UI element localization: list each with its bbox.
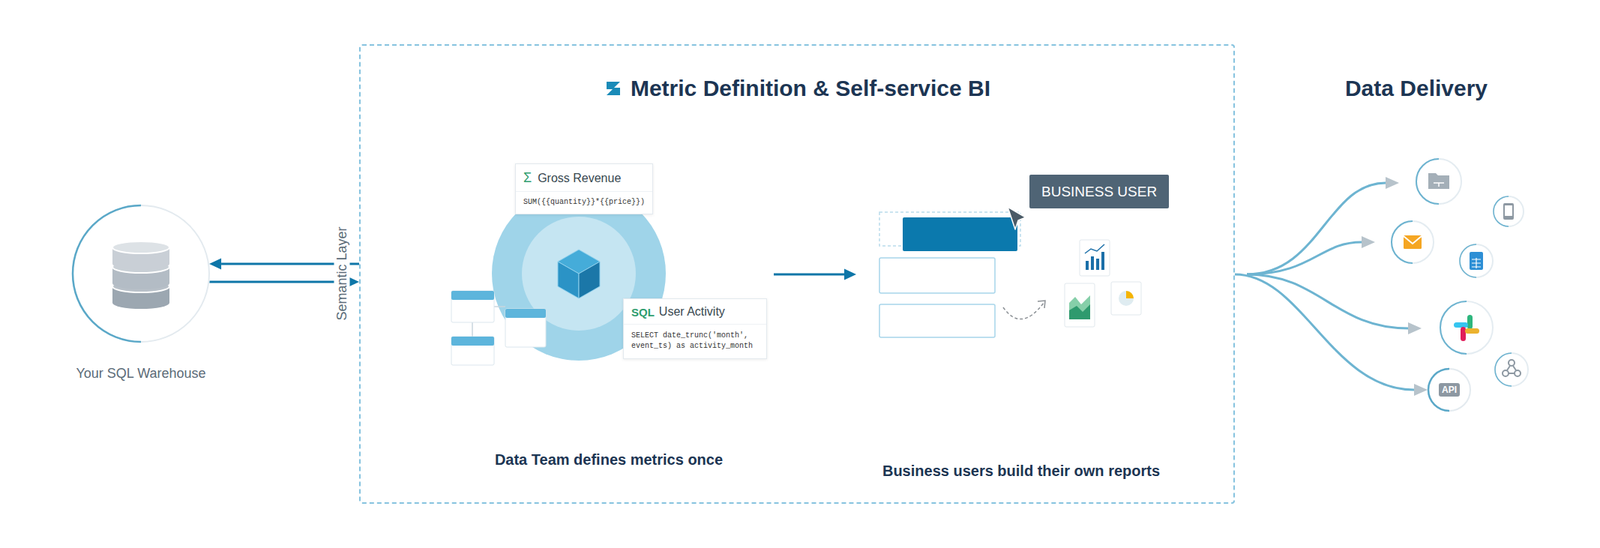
bar	[1101, 251, 1105, 270]
card-header: Σ Gross Revenue	[515, 164, 653, 192]
api-circle: API	[1426, 367, 1472, 413]
circle-border	[72, 205, 210, 342]
delivery-arrowhead	[1385, 176, 1400, 189]
table-header	[451, 290, 495, 300]
bar	[1096, 258, 1100, 270]
role-text: BUSINESS USER	[1041, 182, 1157, 201]
pie-slice	[1126, 290, 1134, 299]
brand-icon	[603, 78, 624, 99]
db-layer-top	[112, 241, 170, 254]
table-card	[451, 290, 495, 323]
sheet-icon	[1459, 244, 1493, 278]
pie-chart-doc	[1111, 281, 1142, 315]
db-layer-bottom	[112, 277, 170, 290]
circle-border	[1428, 368, 1471, 411]
title-row: Metric Definition & Self-service BI	[360, 75, 1234, 102]
delivery-line	[1246, 242, 1362, 275]
code-snippet: SUM({{quantity}}*{{price}})	[515, 191, 653, 214]
slack-icon	[1440, 301, 1493, 354]
cube-left	[557, 261, 579, 299]
trend-line	[1084, 244, 1105, 254]
panel-title: Metric Definition & Self-service BI	[630, 75, 991, 102]
delivery-line	[1246, 182, 1386, 275]
api-text: API	[1438, 383, 1460, 397]
sql-tag: SQL	[631, 305, 655, 319]
flow-arrow	[773, 269, 857, 281]
dashed-arrow-head	[1037, 300, 1046, 309]
table-cards	[451, 290, 546, 366]
card-title: Gross Revenue	[537, 171, 621, 186]
delivery-connector	[1234, 274, 1428, 396]
card-title: User Activity	[659, 305, 726, 319]
arrowhead	[844, 269, 857, 281]
metric-card: Σ Gross RevenueSUM({{quantity}}*{{price}}…	[515, 163, 654, 215]
email-icon	[1391, 221, 1434, 264]
area-chart-doc	[1064, 283, 1095, 327]
arrowhead	[209, 258, 222, 270]
cube-right	[578, 261, 600, 299]
role-badge: BUSINESS USER	[1029, 174, 1169, 209]
cursor	[1007, 206, 1026, 230]
table-header	[451, 336, 495, 346]
delivery-arrowhead	[1408, 322, 1422, 335]
bar-chart-doc	[1079, 239, 1110, 276]
input-box	[879, 304, 995, 338]
table-header	[505, 308, 546, 318]
delivery-arrowhead	[1361, 236, 1376, 249]
semantic-layer-panel: Metric Definition & Self-service BI Data …	[359, 44, 1235, 504]
area	[1069, 295, 1091, 320]
folder-icon	[1416, 158, 1462, 204]
node-label: Your SQL Warehouse	[28, 365, 254, 382]
circle-outline	[71, 203, 211, 344]
metric-definition-panel: Data Team defines metrics once Σ Gross Rev…	[443, 151, 774, 489]
pie	[1118, 290, 1134, 306]
panel-caption: Business users build their own reports	[856, 462, 1187, 480]
delivery-fan	[1246, 176, 1422, 335]
bar	[1085, 260, 1089, 270]
connector-line	[773, 273, 845, 276]
brand-icon-shape	[606, 81, 621, 96]
connector-line	[209, 281, 348, 284]
warehouse-circle: Your SQL Warehouse	[71, 203, 211, 344]
self-service-panel: Business users build their own reports BU…	[856, 162, 1187, 486]
layer-label: Semantic Layer	[334, 221, 351, 325]
webhook-icon	[1495, 353, 1529, 387]
dragged-field	[902, 217, 1018, 252]
area	[1069, 304, 1091, 320]
phone-icon	[1493, 196, 1524, 227]
card-header: SQL User Activity	[623, 299, 767, 324]
connector-line	[1234, 274, 1415, 390]
code-snippet: SELECT date_trunc('month', event_ts) as …	[623, 323, 767, 359]
input-box	[879, 257, 995, 294]
dashed-arrow	[1003, 302, 1044, 320]
delivery-line	[1246, 274, 1409, 329]
db-layer-bottom	[112, 296, 170, 309]
sigma-symbol: Σ	[523, 170, 532, 186]
panel-caption: Data Team defines metrics once	[443, 451, 774, 469]
db-layer-bottom	[112, 257, 170, 270]
table-card	[451, 336, 495, 366]
arrowhead	[1414, 383, 1428, 396]
sql-card: SQL User ActivitySELECT date_trunc('month…	[623, 298, 768, 360]
section-title: Data Delivery	[1345, 75, 1488, 102]
table-card	[505, 308, 546, 348]
report-builder	[879, 206, 1142, 338]
bar	[1090, 256, 1094, 270]
